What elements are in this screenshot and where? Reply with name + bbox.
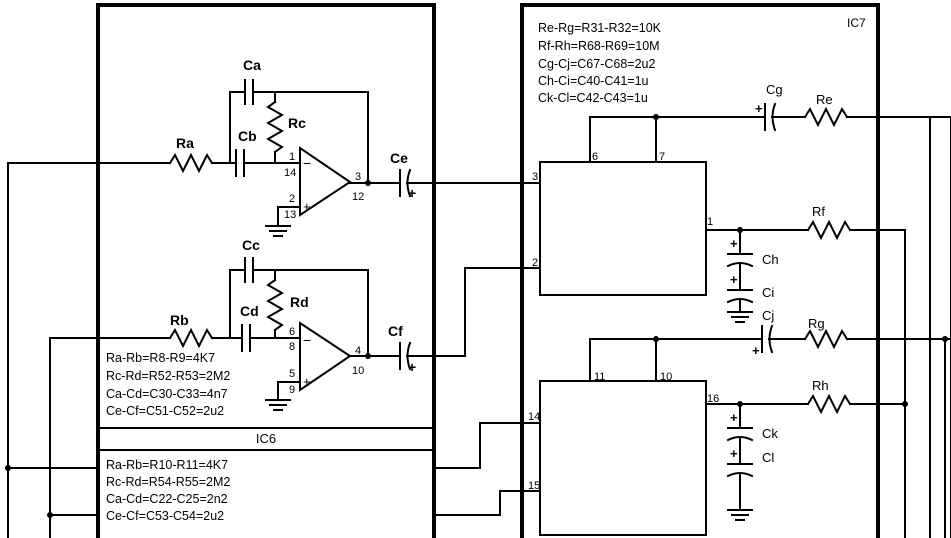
svg-text:−: − <box>303 332 311 348</box>
svg-text:+: + <box>755 101 763 116</box>
ch-label: Ch <box>762 252 779 267</box>
svg-text:Ce-Cf=C53-C54=2u2: Ce-Cf=C53-C54=2u2 <box>106 509 224 523</box>
re-resistor <box>803 106 849 128</box>
rg-resistor <box>803 328 849 350</box>
svg-text:9: 9 <box>289 384 295 396</box>
svg-text:13: 13 <box>284 209 296 221</box>
ic7-board-outline <box>520 3 880 538</box>
svg-text:10: 10 <box>660 371 672 383</box>
svg-text:+: + <box>730 410 738 425</box>
svg-text:Rc-Rd=R54-R55=2M2: Rc-Rd=R54-R55=2M2 <box>106 475 230 489</box>
svg-text:6: 6 <box>289 326 295 338</box>
svg-text:15: 15 <box>528 480 540 492</box>
svg-text:Ca-Cd=C22-C25=2n2: Ca-Cd=C22-C25=2n2 <box>106 492 228 506</box>
re-label: Re <box>816 92 833 107</box>
svg-text:2: 2 <box>289 193 295 205</box>
svg-text:+: + <box>303 374 311 389</box>
rh-resistor <box>806 393 852 415</box>
rd-label: Rd <box>290 294 309 310</box>
svg-text:11: 11 <box>594 371 605 383</box>
opamp-b <box>299 321 352 392</box>
ck-label: Ck <box>762 426 778 441</box>
svg-text:10: 10 <box>352 365 364 377</box>
ic7-lower-chip <box>539 380 707 536</box>
svg-text:+: + <box>730 236 738 251</box>
svg-text:2: 2 <box>532 257 538 269</box>
svg-text:Ck-Cl=C42-C43=1u: Ck-Cl=C42-C43=1u <box>538 91 648 105</box>
svg-text:Rf-Rh=R68-R69=10M: Rf-Rh=R68-R69=10M <box>538 39 660 53</box>
svg-text:+: + <box>730 272 738 287</box>
cl-label: Cl <box>762 450 774 465</box>
svg-text:Ca-Cd=C30-C33=4n7: Ca-Cd=C30-C33=4n7 <box>106 387 228 401</box>
svg-text:Cg-Cj=C67-C68=2u2: Cg-Cj=C67-C68=2u2 <box>538 57 655 71</box>
svg-text:12: 12 <box>352 191 364 203</box>
svg-text:Rc-Rd=R52-R53=2M2: Rc-Rd=R52-R53=2M2 <box>106 369 230 383</box>
rh-label: Rh <box>812 378 829 393</box>
svg-text:+: + <box>730 446 738 461</box>
ic7-title: IC7 <box>847 16 866 30</box>
ic7-notes: Re-Rg=R31-R32=10K Rf-Rh=R68-R69=10M Cg-C… <box>538 21 662 105</box>
cj-label: Cj <box>762 308 774 323</box>
ra-resistor <box>168 152 214 174</box>
svg-text:Ce-Cf=C51-C52=2u2: Ce-Cf=C51-C52=2u2 <box>106 404 224 418</box>
ic6-notes-a: Ra-Rb=R8-R9=4K7 Rc-Rd=R52-R53=2M2 Ca-Cd=… <box>106 351 230 418</box>
rd-resistor <box>265 278 285 332</box>
svg-text:+: + <box>408 359 416 375</box>
ca-label: Ca <box>243 57 261 73</box>
svg-text:+: + <box>752 343 760 358</box>
opamp-a <box>299 146 352 217</box>
svg-text:Ra-Rb=R8-R9=4K7: Ra-Rb=R8-R9=4K7 <box>106 351 215 365</box>
ic6-notes-b: Ra-Rb=R10-R11=4K7 Rc-Rd=R54-R55=2M2 Ca-C… <box>106 458 230 523</box>
rb-label: Rb <box>170 312 189 328</box>
rg-label: Rg <box>808 316 825 331</box>
rc-resistor <box>265 100 285 154</box>
cd-label: Cd <box>240 303 259 319</box>
svg-text:7: 7 <box>659 151 665 163</box>
cf-label: Cf <box>388 323 403 339</box>
rf-resistor <box>806 219 852 241</box>
svg-text:14: 14 <box>528 411 540 423</box>
svg-text:14: 14 <box>284 167 296 179</box>
svg-text:Re-Rg=R31-R32=10K: Re-Rg=R31-R32=10K <box>538 21 662 35</box>
cb-label: Cb <box>238 128 257 144</box>
cg-label: Cg <box>766 82 783 97</box>
ci-label: Ci <box>762 285 774 300</box>
svg-text:5: 5 <box>289 368 295 380</box>
svg-text:Ch-Ci=C40-C41=1u: Ch-Ci=C40-C41=1u <box>538 74 649 88</box>
svg-text:6: 6 <box>592 151 598 163</box>
cc-label: Cc <box>242 237 260 253</box>
svg-text:3: 3 <box>532 171 538 183</box>
rc-label: Rc <box>288 115 306 131</box>
ic7-upper-chip <box>539 161 707 296</box>
ra-label: Ra <box>176 135 194 151</box>
ic6-title: IC6 <box>256 431 276 446</box>
ic6-board-outline <box>96 3 436 538</box>
svg-text:16: 16 <box>707 393 719 405</box>
svg-text:3: 3 <box>355 171 361 183</box>
rb-resistor <box>168 327 214 349</box>
svg-text:+: + <box>408 185 416 201</box>
svg-text:1: 1 <box>707 216 713 228</box>
rf-label: Rf <box>812 204 825 219</box>
svg-text:Ra-Rb=R10-R11=4K7: Ra-Rb=R10-R11=4K7 <box>106 458 228 472</box>
ce-label: Ce <box>390 150 408 166</box>
svg-text:−: − <box>303 155 311 171</box>
svg-text:8: 8 <box>289 341 295 353</box>
svg-text:+: + <box>303 199 311 214</box>
svg-text:1: 1 <box>289 151 295 163</box>
svg-text:4: 4 <box>355 345 361 357</box>
